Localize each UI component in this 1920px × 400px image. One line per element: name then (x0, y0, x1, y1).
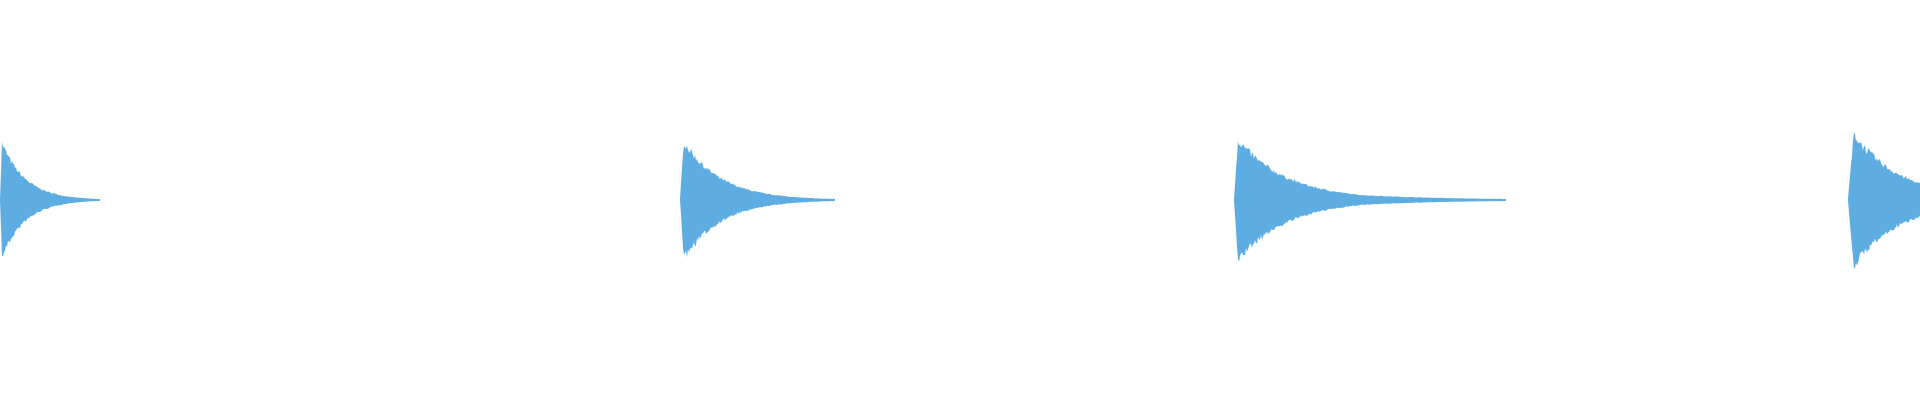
waveform-burst (1234, 141, 1506, 262)
waveform-envelope (1234, 141, 1506, 262)
waveform-envelope (1848, 132, 1920, 269)
waveform-burst (1848, 132, 1920, 269)
waveform-burst (0, 141, 100, 257)
waveform-envelope (680, 145, 835, 258)
waveform-envelope (0, 141, 100, 257)
waveform-burst (680, 145, 835, 258)
